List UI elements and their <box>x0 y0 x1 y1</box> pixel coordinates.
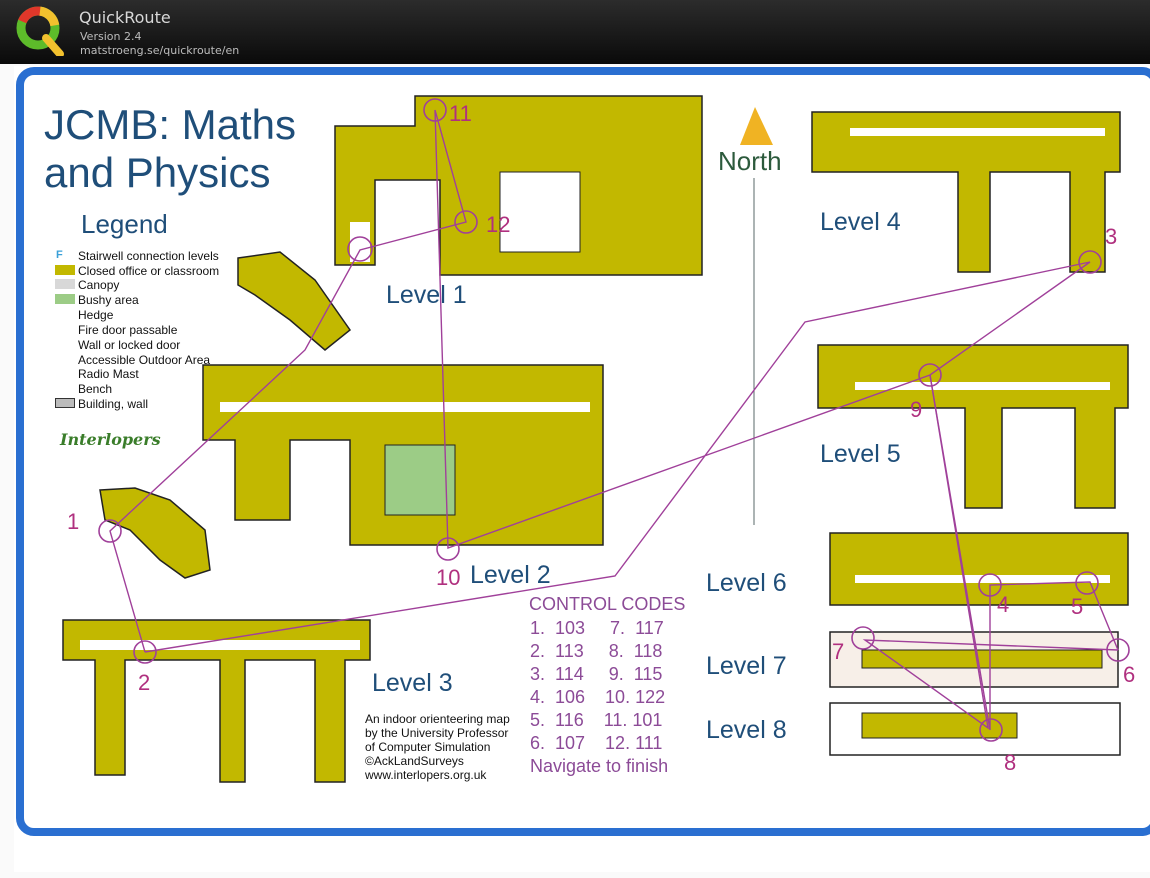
legend-item: Canopy <box>78 278 120 292</box>
level6-building <box>829 532 1129 606</box>
credit-line: An indoor orienteering map <box>365 712 510 726</box>
control-1-circle <box>98 519 122 543</box>
legend-canopy-swatch <box>55 279 75 289</box>
level-2-label: Level 2 <box>470 561 551 589</box>
credit-line: ©AckLandSurveys <box>365 754 464 768</box>
control-number: 2 <box>138 670 151 695</box>
level4-building <box>811 111 1121 273</box>
control-number: 5 <box>1071 594 1084 619</box>
start-circle <box>347 236 373 262</box>
control-9-circle <box>918 363 942 387</box>
control-number: 10 <box>436 565 461 590</box>
legend-item: Stairwell connection levels <box>78 249 219 263</box>
legend-building-swatch <box>55 398 75 408</box>
north-label: North <box>718 146 782 176</box>
interlopers-logo: Interlopers <box>60 430 161 449</box>
control-number: 4 <box>997 592 1010 617</box>
app-url[interactable]: matstroeng.se/quickroute/en <box>80 44 240 57</box>
control-codes-row: 6. 107 12. 111 <box>530 733 663 753</box>
quickroute-logo-icon <box>16 6 64 56</box>
control-11-circle <box>423 98 447 122</box>
level7-building <box>861 649 1103 669</box>
level-4-label: Level 4 <box>820 208 901 236</box>
control-4-circle <box>978 573 1002 597</box>
control-7-circle <box>851 626 875 650</box>
level-8-label: Level 8 <box>706 716 787 744</box>
level3-wing <box>99 487 211 579</box>
control-number: 1 <box>67 509 80 534</box>
level-1-label: Level 1 <box>386 281 467 309</box>
legend-item: Closed office or classroom <box>78 264 220 278</box>
control-6-circle <box>1106 638 1130 662</box>
control-codes-row: 3. 114 9. 115 <box>530 664 663 684</box>
control-12-circle <box>454 210 478 234</box>
legend-item: Accessible Outdoor Area <box>78 353 211 367</box>
legend-item: Hedge <box>78 308 114 322</box>
control-3-circle <box>1078 250 1102 274</box>
level8-building <box>861 712 1018 739</box>
credit-line: by the University Professor <box>365 726 509 740</box>
control-codes-row: 5. 116 11. 101 <box>530 710 663 730</box>
level-3-label: Level 3 <box>372 669 453 697</box>
map-canvas[interactable] <box>0 64 1150 878</box>
map-frame <box>16 67 1150 836</box>
legend-bushy-swatch <box>55 294 75 304</box>
legend-item: Radio Mast <box>78 367 139 381</box>
legend-item: Wall or locked door <box>78 338 181 352</box>
control-number: 6 <box>1123 662 1136 687</box>
legend-item: Bushy area <box>78 293 139 307</box>
app-titlebar: QuickRoute Version 2.4 matstroeng.se/qui… <box>0 0 1150 64</box>
control-codes-row: 4. 106 10. 122 <box>530 687 666 707</box>
map-viewport[interactable]: JCMB: Maths and Physics North Legend F S… <box>0 64 1150 878</box>
map-title-line1: JCMB: Maths <box>44 101 297 148</box>
legend-office-swatch <box>55 265 75 275</box>
map-title-line2: and Physics <box>44 149 271 196</box>
control-codes-row: 2. 113 8. 118 <box>530 641 663 661</box>
control-number: 7 <box>832 639 845 664</box>
finish-instruction: Navigate to finish <box>530 756 669 776</box>
legend-item: Fire door passable <box>78 323 178 337</box>
legend-item: Bench <box>78 382 113 396</box>
control-10-circle <box>436 537 460 561</box>
route-lines <box>109 109 1119 731</box>
control-number: 8 <box>1004 750 1017 775</box>
control-codes-row: 1. 103 7. 117 <box>530 618 664 638</box>
control-number: 11 <box>449 101 472 126</box>
legend-title: Legend <box>81 209 168 239</box>
app-name: QuickRoute <box>79 8 171 27</box>
north-arrow-icon <box>740 107 773 145</box>
control-number: 9 <box>910 397 923 422</box>
legend-item: Building, wall <box>78 397 149 411</box>
control-codes-title: CONTROL CODES <box>529 594 686 614</box>
control-8-circle <box>979 718 1003 742</box>
credit-line: www.interlopers.org.uk <box>365 768 487 782</box>
level3-building <box>62 619 371 783</box>
control-number: 12 <box>486 212 511 237</box>
level2-wing <box>237 251 352 351</box>
control-2-circle <box>133 640 157 664</box>
level-6-label: Level 6 <box>706 569 787 597</box>
level-5-label: Level 5 <box>820 440 901 468</box>
control-number: 3 <box>1105 224 1118 249</box>
credit-line: of Computer Simulation <box>365 740 491 754</box>
control-5-circle <box>1075 571 1099 595</box>
legend-stair-icon: F <box>56 249 63 261</box>
app-version: Version 2.4 <box>80 30 142 43</box>
level-7-label: Level 7 <box>706 652 787 680</box>
